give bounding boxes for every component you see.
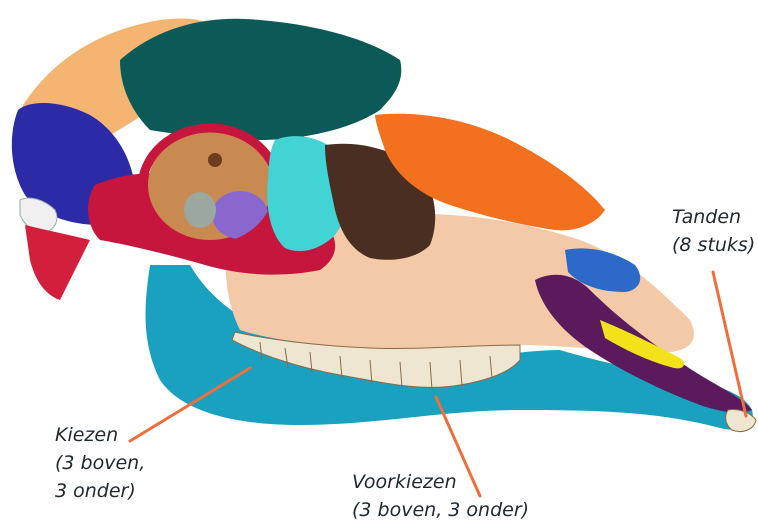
label-kiezen-title: Kiezen (55, 421, 145, 449)
label-voorkiezen-count: (3 boven, 3 onder) (352, 496, 529, 524)
red-back-bone (25, 225, 90, 300)
label-kiezen-count-upper: (3 boven, (55, 449, 145, 477)
label-kiezen-count-lower: 3 onder) (55, 477, 145, 505)
frontal (120, 19, 401, 140)
label-voorkiezen: Voorkiezen (3 boven, 3 onder) (352, 468, 529, 524)
label-tanden: Tanden (8 stuks) (672, 203, 755, 259)
orbit-hole (208, 153, 222, 167)
label-kiezen: Kiezen (3 boven, 3 onder) (55, 421, 145, 505)
label-tanden-count: (8 stuks) (672, 231, 755, 259)
label-tanden-title: Tanden (672, 203, 755, 231)
orbit-gray-bone (184, 192, 216, 228)
label-voorkiezen-title: Voorkiezen (352, 468, 529, 496)
